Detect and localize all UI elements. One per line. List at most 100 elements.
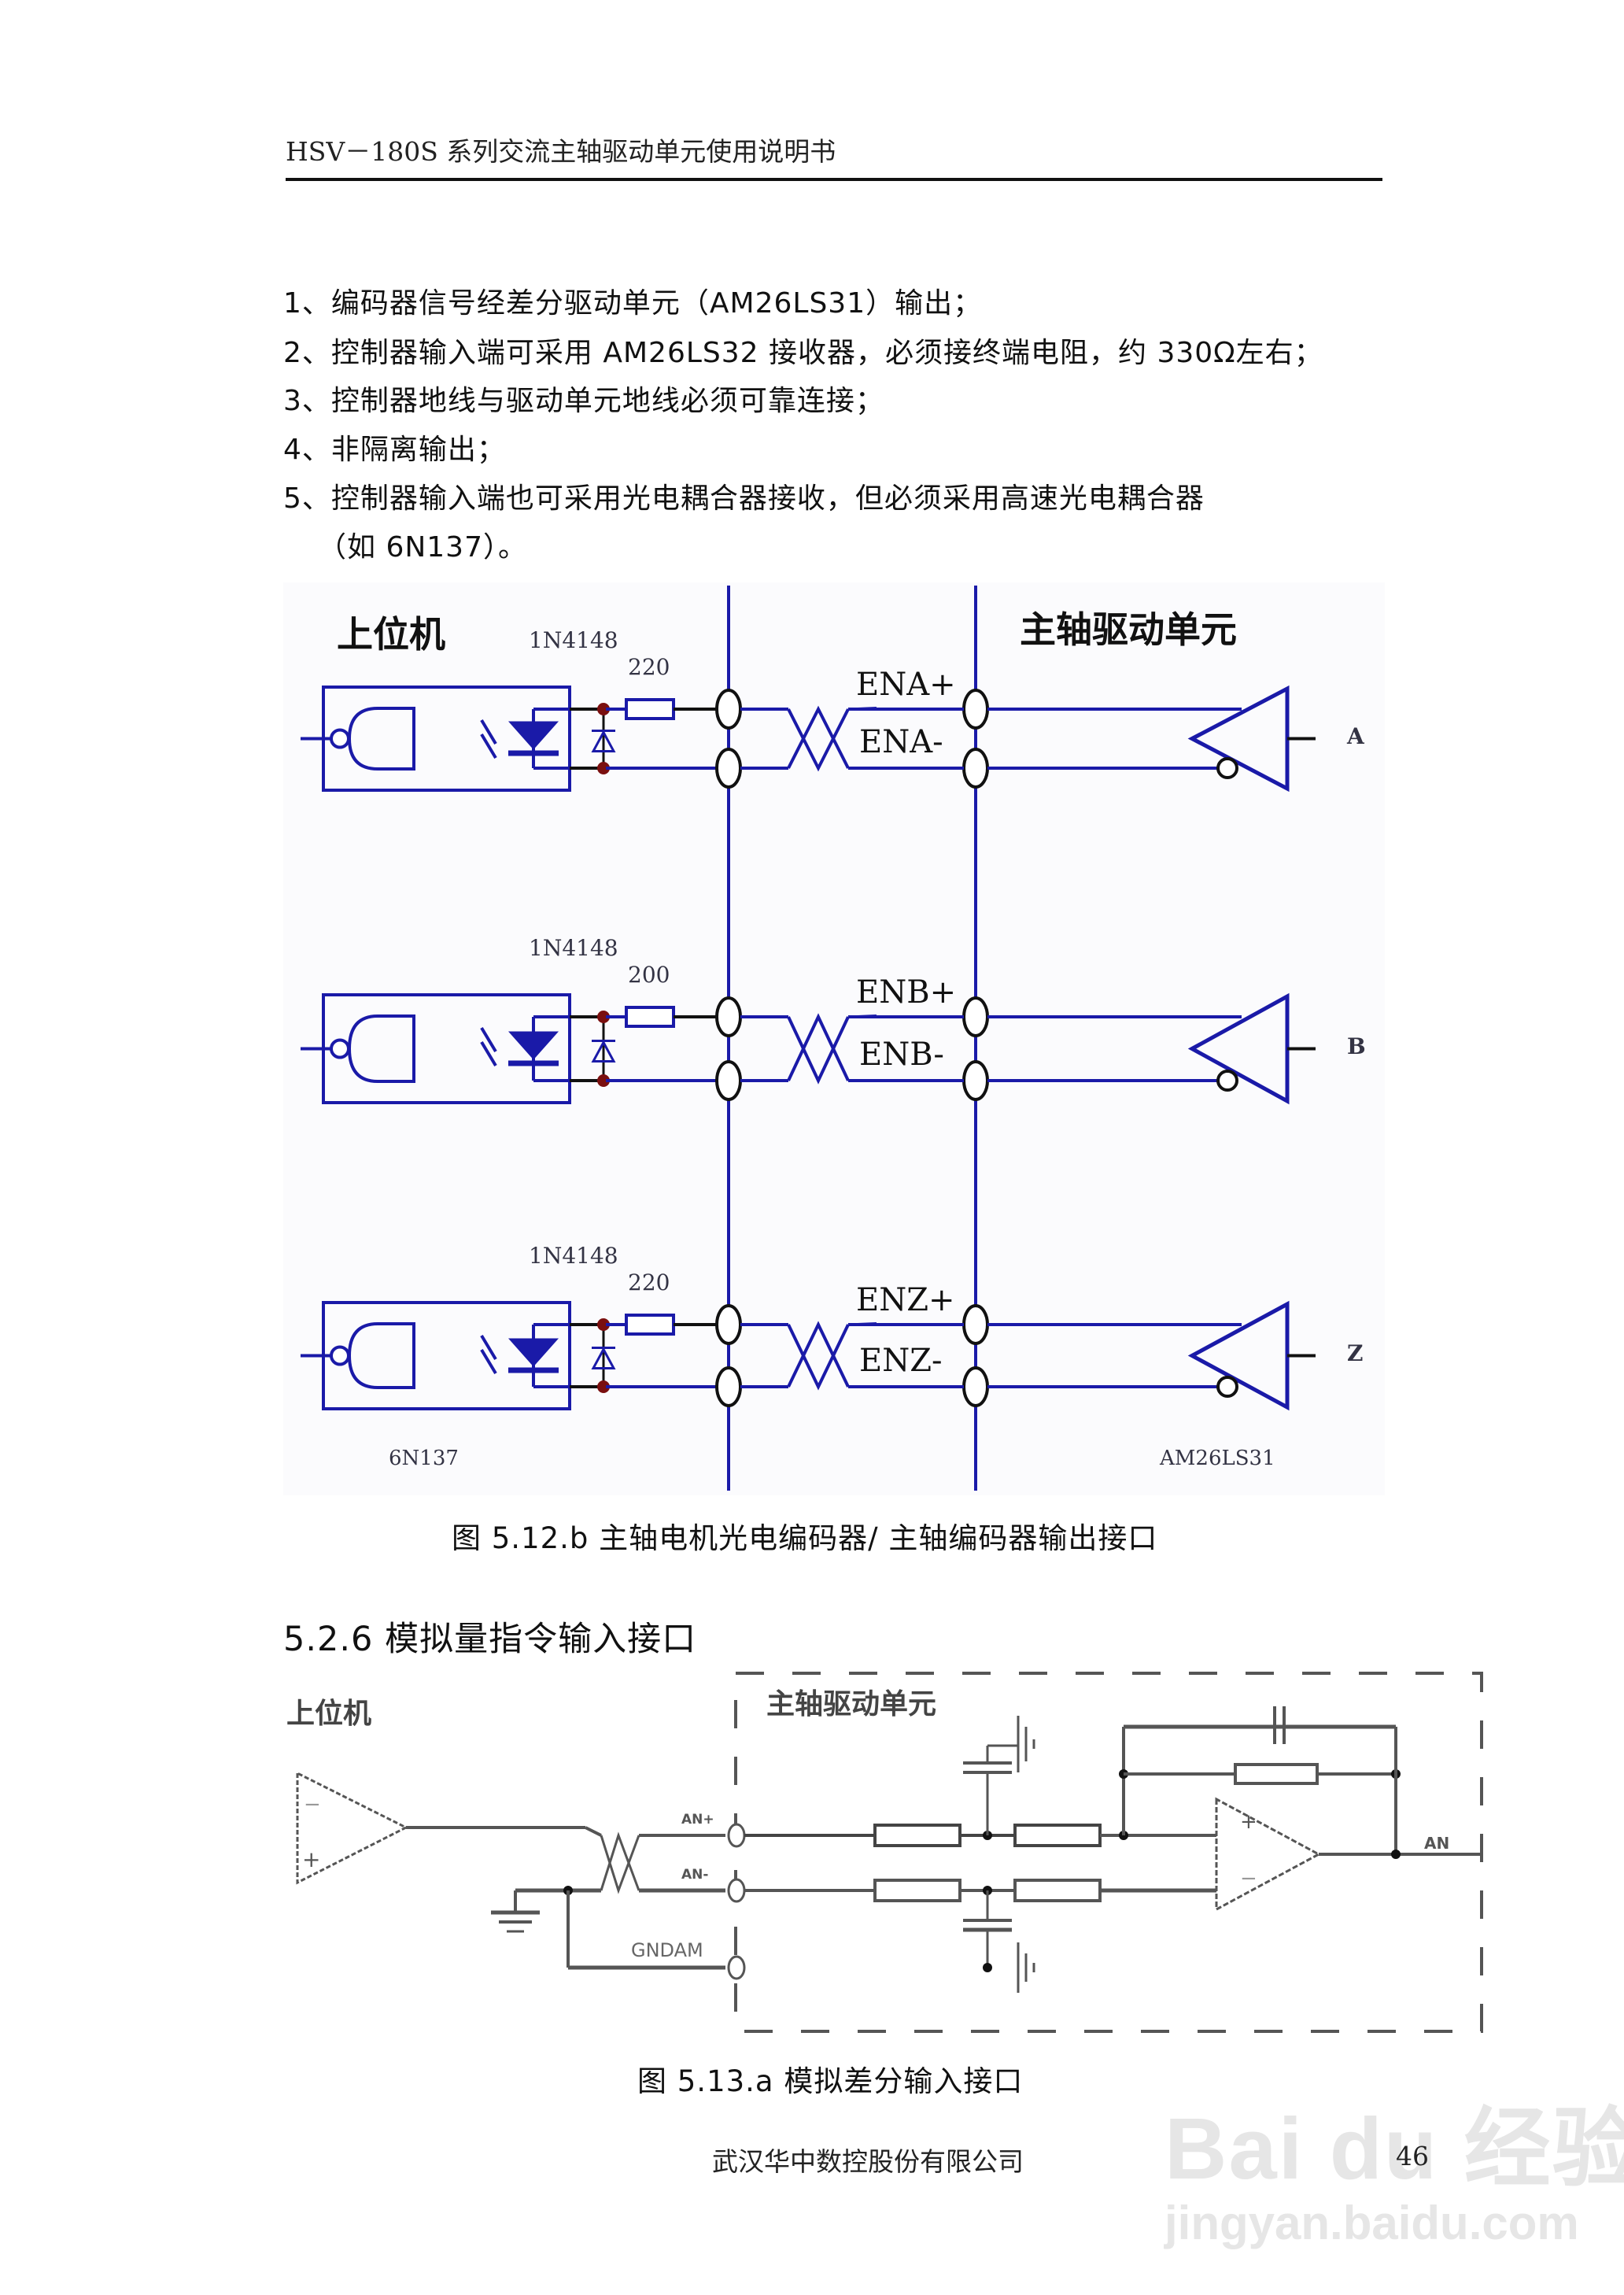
resistor-icon — [1013, 1824, 1102, 1847]
inverter-bubble-icon — [1216, 1376, 1238, 1398]
note-5-continued: （如 6N137）。 — [318, 531, 527, 564]
diode-icon — [591, 1347, 616, 1369]
light-arrow-icon — [480, 1348, 497, 1375]
note-4: 4、非隔离输出； — [283, 434, 506, 466]
terminal-icon — [715, 1366, 742, 1407]
light-arrow-icon — [480, 719, 497, 745]
drive-opamp-plus: + — [1240, 1810, 1257, 1834]
terminal-icon — [727, 1955, 746, 1980]
junction-dot — [597, 762, 610, 774]
note-2: 2、控制器输入端可采用 AM26LS32 接收器，必须接终端电阻，约 330Ω左… — [283, 337, 1323, 369]
inverter-bubble-icon — [1216, 757, 1238, 779]
twisted-pair-icon — [787, 1013, 850, 1081]
signal-plus-label: ENZ+ — [856, 1282, 955, 1318]
diode-icon — [591, 1040, 616, 1062]
gate-icon — [347, 1014, 415, 1083]
junction-dot — [597, 1380, 610, 1393]
signal-plus-label: ENA+ — [856, 667, 956, 703]
resistor-icon — [1013, 1879, 1102, 1902]
terminal-icon — [962, 1366, 989, 1407]
terminal-icon — [715, 689, 742, 730]
figure-1-wiring — [283, 582, 1385, 1495]
output-channel-label: B — [1347, 1033, 1366, 1059]
analog-output-label: AN — [1424, 1834, 1450, 1853]
diode-part-label: 1N4148 — [529, 935, 618, 961]
junction-dot — [983, 1963, 992, 1972]
terminal-an-minus: AN- — [681, 1867, 709, 1883]
drive-unit-boundary — [734, 1672, 1483, 2033]
gate-icon — [347, 707, 415, 771]
wire — [585, 1826, 602, 1837]
gate-icon — [347, 1322, 415, 1389]
channel-a — [301, 685, 1316, 793]
note-1: 1、编码器信号经差分驱动单元（AM26LS31）输出； — [283, 287, 983, 320]
note-3: 3、控制器地线与驱动单元地线必须可靠连接； — [283, 385, 884, 417]
terminal-icon — [962, 996, 989, 1037]
host-opamp-icon — [296, 1771, 409, 1885]
diode-icon — [591, 730, 616, 752]
inverter-bubble-icon — [330, 728, 350, 749]
resistor-value-label: 220 — [628, 654, 670, 680]
header-title: HSV－180S 系列交流主轴驱动单元使用说明书 — [286, 136, 836, 167]
drive-opamp-minus: − — [1240, 1867, 1257, 1890]
host-opamp-plus: + — [302, 1846, 321, 1872]
light-arrow-icon — [480, 1026, 497, 1053]
junction-dot — [597, 1074, 610, 1087]
note-5: 5、控制器输入端也可采用光电耦合器接收，但必须采用高速光电耦合器 — [283, 482, 1205, 515]
signal-minus-label: ENZ- — [859, 1343, 943, 1379]
figure1-caption: 图 5.12.b 主轴电机光电编码器/ 主轴编码器输出接口 — [452, 1521, 1158, 1555]
light-arrow-icon — [480, 733, 497, 759]
resistor-icon — [625, 698, 675, 720]
terminal-icon — [715, 1060, 742, 1101]
terminal-icon — [715, 748, 742, 789]
terminal-icon — [727, 1878, 746, 1903]
drive-opamp-icon — [1215, 1797, 1322, 1912]
optocoupler-label: 6N137 — [389, 1447, 459, 1470]
terminal-icon — [962, 1304, 989, 1345]
watermark-brand: Bai du 经验 — [1164, 2101, 1624, 2197]
resistor-icon — [873, 1879, 961, 1902]
light-arrow-icon — [480, 1040, 497, 1067]
twisted-pair-icon — [787, 1324, 850, 1391]
channel-b — [301, 992, 1316, 1105]
resistor-icon — [625, 1006, 675, 1028]
host-opamp-minus: − — [304, 1793, 321, 1816]
header-rule — [286, 178, 1382, 181]
resistor-icon — [1234, 1763, 1319, 1785]
junction-dot — [597, 1011, 610, 1023]
baidu-watermark: Bai du 经验 jingyan.baidu.com — [1164, 2078, 1624, 2250]
resistor-value-label: 220 — [628, 1269, 670, 1295]
fig1-left-title: 上位机 — [337, 613, 445, 656]
inverter-bubble-icon — [1216, 1070, 1238, 1092]
fig1-right-title: 主轴驱动单元 — [1020, 608, 1237, 651]
twisted-pair-icon — [787, 705, 850, 769]
light-arrow-icon — [480, 1334, 497, 1361]
figure-2-wiring — [296, 1672, 1483, 2033]
terminal-icon — [962, 689, 989, 730]
diode-part-label: 1N4148 — [529, 1243, 618, 1269]
terminal-icon — [727, 1823, 746, 1848]
driver-label: AM26LS31 — [1160, 1447, 1275, 1470]
page-number: 46 — [1396, 2141, 1429, 2171]
fig2-left-title: 上位机 — [286, 1698, 372, 1730]
output-channel-label: Z — [1347, 1340, 1364, 1366]
terminal-icon — [962, 748, 989, 789]
signal-plus-label: ENB+ — [856, 974, 957, 1011]
twisted-pair-icon — [787, 708, 850, 772]
fig2-right-title: 主轴驱动单元 — [766, 1688, 937, 1720]
diode-part-label: 1N4148 — [529, 627, 618, 653]
inverter-bubble-icon — [330, 1038, 350, 1059]
junction-dot — [597, 703, 610, 715]
junction-dot — [1391, 1850, 1401, 1859]
terminal-icon — [962, 1060, 989, 1101]
twisted-pair-icon — [787, 1016, 850, 1085]
watermark-url: jingyan.baidu.com — [1164, 2197, 1579, 2249]
junction-dot — [597, 1318, 610, 1331]
resistor-icon — [873, 1824, 961, 1847]
twisted-pair-icon — [600, 1831, 640, 1891]
footer-company: 武汉华中数控股份有限公司 — [712, 2146, 1024, 2177]
twisted-pair-icon — [787, 1321, 850, 1388]
signal-minus-label: ENA- — [859, 724, 943, 760]
channel-z — [301, 1300, 1316, 1411]
